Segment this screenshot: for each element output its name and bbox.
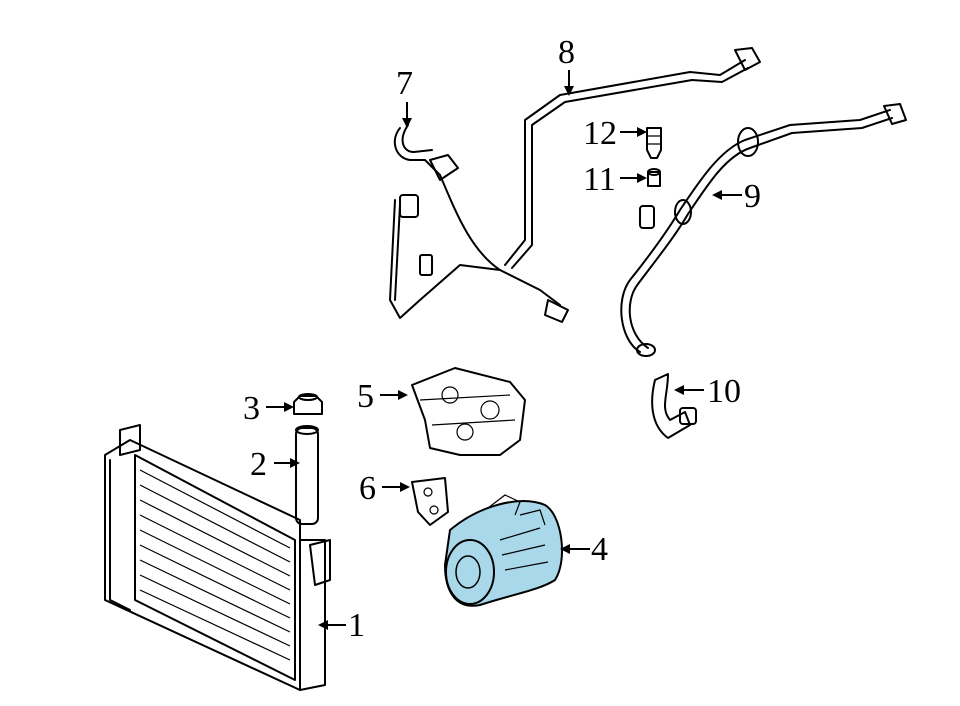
callout-labels: 1 2 3 4 5 6 7 8 9 10 11 12 xyxy=(243,34,761,644)
receiver-drier[interactable] xyxy=(295,425,319,525)
discharge-line[interactable] xyxy=(504,47,761,269)
callout-1: 1 xyxy=(348,607,365,644)
callout-5: 5 xyxy=(357,378,374,415)
compressor[interactable] xyxy=(443,494,563,607)
hose-elbow[interactable] xyxy=(651,373,697,439)
callout-12: 12 xyxy=(583,115,617,152)
callout-9: 9 xyxy=(744,178,761,215)
callout-2: 2 xyxy=(250,446,267,483)
callout-4: 4 xyxy=(591,531,608,568)
compressor-bracket[interactable] xyxy=(411,367,526,456)
callout-3: 3 xyxy=(243,390,260,427)
valve-core[interactable] xyxy=(647,168,661,187)
liquid-line[interactable] xyxy=(620,103,907,357)
callout-arrows xyxy=(266,70,742,630)
pressure-switch[interactable] xyxy=(646,127,662,159)
callout-11: 11 xyxy=(583,161,616,198)
callout-6: 6 xyxy=(359,470,376,507)
callout-10: 10 xyxy=(707,373,741,410)
callout-8: 8 xyxy=(558,34,575,71)
drier-cap[interactable] xyxy=(293,393,323,415)
mounting-bracket[interactable] xyxy=(411,477,449,526)
suction-hose-assembly[interactable] xyxy=(389,124,569,323)
condenser[interactable] xyxy=(104,424,331,691)
callout-7: 7 xyxy=(396,65,413,102)
